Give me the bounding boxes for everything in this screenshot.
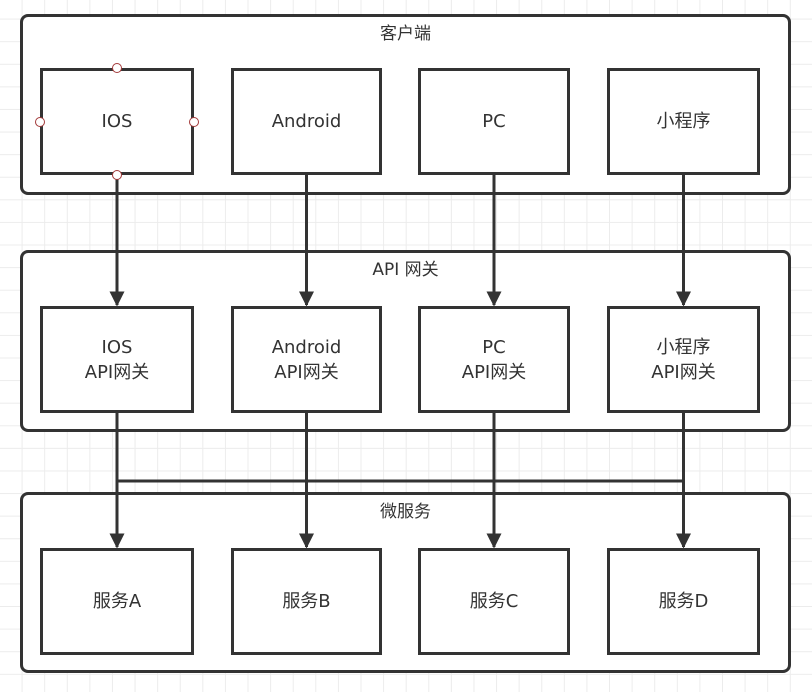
node-label: API网关 xyxy=(651,361,716,383)
group-title-gateways: API 网关 xyxy=(372,260,439,280)
node-miniprogram-gw[interactable]: 小程序 API网关 xyxy=(607,306,760,413)
node-svc-b[interactable]: 服务B xyxy=(231,548,382,655)
node-label: API网关 xyxy=(84,361,150,383)
node-label: IOS xyxy=(101,336,133,358)
node-label: PC xyxy=(482,336,506,358)
connection-handle-right[interactable] xyxy=(189,116,199,127)
node-svc-a[interactable]: 服务A xyxy=(40,548,194,655)
node-pc-gw[interactable]: PC API网关 xyxy=(418,306,570,413)
node-miniprogram[interactable]: 小程序 xyxy=(607,68,760,175)
node-label: 服务C xyxy=(469,591,519,612)
node-label: IOS xyxy=(101,111,133,132)
node-label: Android xyxy=(271,111,342,132)
node-label: 小程序 xyxy=(656,336,711,358)
node-label: PC xyxy=(482,111,506,132)
node-svc-d[interactable]: 服务D xyxy=(607,548,760,655)
node-android[interactable]: Android xyxy=(231,68,382,175)
node-label: API网关 xyxy=(274,361,339,383)
node-ios[interactable]: IOS xyxy=(40,68,194,175)
connection-handle-left[interactable] xyxy=(35,116,45,127)
group-title-clients: 客户端 xyxy=(380,24,431,44)
group-title-services: 微服务 xyxy=(380,502,431,522)
node-pc[interactable]: PC xyxy=(418,68,570,175)
node-svc-c[interactable]: 服务C xyxy=(418,548,570,655)
node-label: Android xyxy=(271,336,342,358)
node-label: API网关 xyxy=(461,361,527,383)
node-label: 服务D xyxy=(658,591,709,612)
connection-handle-bottom[interactable] xyxy=(112,170,122,180)
node-label: 小程序 xyxy=(656,111,711,132)
node-label: 服务B xyxy=(282,591,331,612)
connection-handle-top[interactable] xyxy=(112,63,122,73)
node-label: 服务A xyxy=(92,591,142,612)
node-ios-gw[interactable]: IOS API网关 xyxy=(40,306,194,413)
